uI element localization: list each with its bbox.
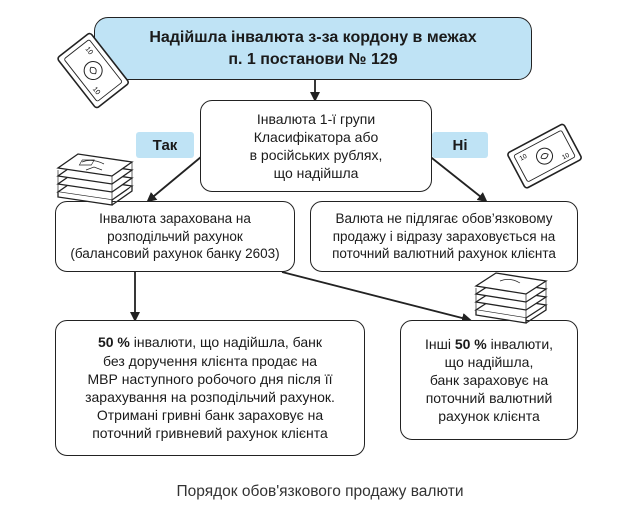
money-stack-icon: [474, 272, 548, 324]
svg-text:10: 10: [84, 46, 94, 57]
svg-text:10: 10: [561, 152, 571, 162]
sell-percent: 50 %: [97, 334, 130, 351]
yes-box-line-3: (балансовий рахунок банку 2603): [70, 246, 280, 262]
yes-label: Так: [136, 132, 194, 158]
rest-prefix: Інші: [424, 335, 455, 352]
sell-box-line-6: поточний гривневий рахунок клієнта: [92, 425, 328, 442]
rest-line-1-rest: інвалюти,: [486, 335, 554, 352]
sell-line-1-rest: інвалюти, що надійшла, банк: [129, 334, 323, 351]
condition-box: Інвалюта 1-ї групи Класифікатора або в р…: [200, 100, 432, 192]
yes-box-line-1: Інвалюта зарахована на: [99, 211, 251, 227]
sell-box-line-3: МВР наступного робочого дня після її: [87, 370, 333, 387]
rest-percent: 50 %: [454, 335, 487, 352]
rest-box-line-3: банк зараховує на: [429, 371, 549, 388]
sell-box: 50 % інвалюти, що надійшла, банк без дор…: [55, 320, 365, 456]
condition-line-2: Класифікатора або: [253, 128, 379, 145]
svg-text:10: 10: [91, 86, 101, 97]
top-box-line-2: п. 1 постанови № 129: [228, 50, 398, 68]
top-box: Надійшла інвалюта з-за кордону в межах п…: [94, 17, 532, 80]
sell-box-line-1: 50 % інвалюти, що надійшла, банк: [85, 333, 335, 351]
rest-box: Інші 50 % інвалюти, що надійшла, банк за…: [400, 320, 578, 440]
condition-line-4: що надійшла: [273, 165, 359, 182]
rest-box-line-1: Інші 50 % інвалюти,: [425, 335, 553, 353]
condition-line-1: Інвалюта 1-ї групи: [256, 110, 376, 127]
sell-box-line-4: зарахування на розподільчий рахунок.: [85, 389, 335, 405]
money-stack-icon: [56, 153, 134, 206]
yes-box-line-2: розподільчий рахунок: [107, 228, 243, 244]
banknote-icon: 10 10: [57, 32, 129, 109]
no-label: Ні: [432, 132, 488, 158]
condition-line-3: в російських рублях,: [249, 147, 383, 163]
no-box-line-1: Валюта не підлягає обов’язковому: [335, 211, 553, 227]
no-box-line-2: продажу і відразу зараховується на: [332, 228, 556, 244]
no-box-line-3: поточний валютний рахунок клієнта: [332, 246, 556, 262]
svg-text:10: 10: [519, 153, 529, 163]
no-box: Валюта не підлягає обов’язковому продажу…: [310, 201, 578, 272]
rest-box-line-5: рахунок клієнта: [438, 408, 540, 425]
arrow-to-rest: [281, 271, 472, 323]
sell-box-line-5: Отримані гривні банк зараховує на: [96, 407, 324, 424]
top-box-line-1: Надійшла інвалюта з-за кордону в межах: [149, 28, 477, 46]
diagram-caption: Порядок обов'язкового продажу валюти: [176, 483, 464, 500]
rest-box-line-4: поточний валютний: [425, 390, 553, 407]
sell-box-line-2: без доручення клієнта продає на: [103, 352, 317, 369]
banknote-icon: 10 10: [507, 123, 582, 189]
rest-box-line-2: що надійшла,: [444, 353, 534, 370]
yes-box: Інвалюта зарахована на розподільчий раху…: [55, 201, 295, 272]
